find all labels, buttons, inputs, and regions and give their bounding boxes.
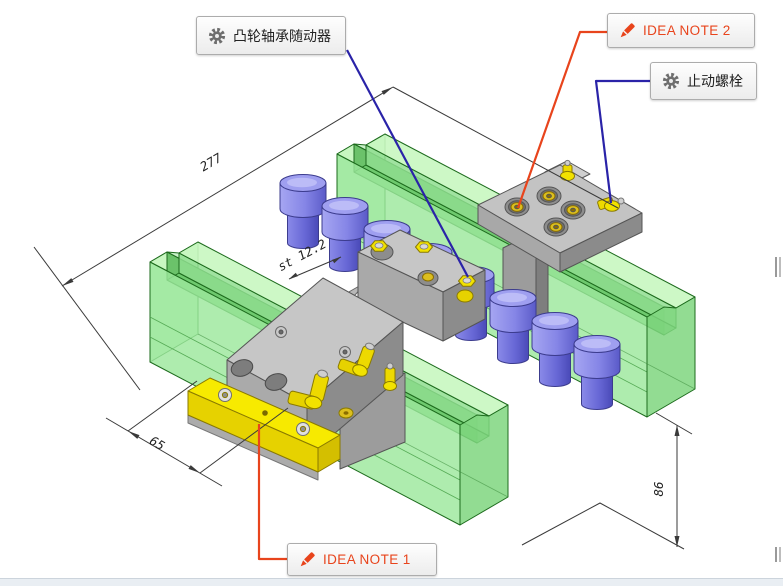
callout-label: IDEA NOTE 1 xyxy=(323,552,411,567)
splitter-grip[interactable] xyxy=(775,547,783,562)
leader-stop-bolt xyxy=(594,79,650,204)
callout-idea-note-2[interactable]: IDEA NOTE 2 xyxy=(607,13,755,48)
pneumatic-fittings xyxy=(287,342,397,419)
dim-65: 65 xyxy=(147,433,168,454)
cam-follower-block xyxy=(332,229,486,342)
gear-icon xyxy=(208,27,226,45)
dim-277: 277 xyxy=(197,150,224,175)
top-fitting xyxy=(560,159,575,182)
dim-86: 86 xyxy=(651,481,666,496)
pencil-icon xyxy=(619,22,636,39)
callout-stop-bolt[interactable]: 止动螺栓 xyxy=(650,62,757,100)
callout-label: IDEA NOTE 2 xyxy=(643,23,731,38)
leader-idea-note-2 xyxy=(516,30,607,209)
yellow-mount-bar xyxy=(187,377,341,481)
cam-follower-target xyxy=(456,275,476,303)
status-bar xyxy=(0,578,783,586)
callout-label: 止动螺栓 xyxy=(687,73,743,89)
callout-label: 凸轮轴承随动器 xyxy=(233,27,331,44)
gear-icon xyxy=(662,72,680,90)
callout-idea-note-1[interactable]: IDEA NOTE 1 xyxy=(287,543,437,576)
leader-cam-follower xyxy=(346,49,469,278)
pencil-icon xyxy=(299,551,316,568)
callout-cam-follower[interactable]: 凸轮轴承随动器 xyxy=(196,16,346,55)
leader-idea-note-1 xyxy=(257,424,288,561)
splitter-grip[interactable] xyxy=(775,257,783,277)
